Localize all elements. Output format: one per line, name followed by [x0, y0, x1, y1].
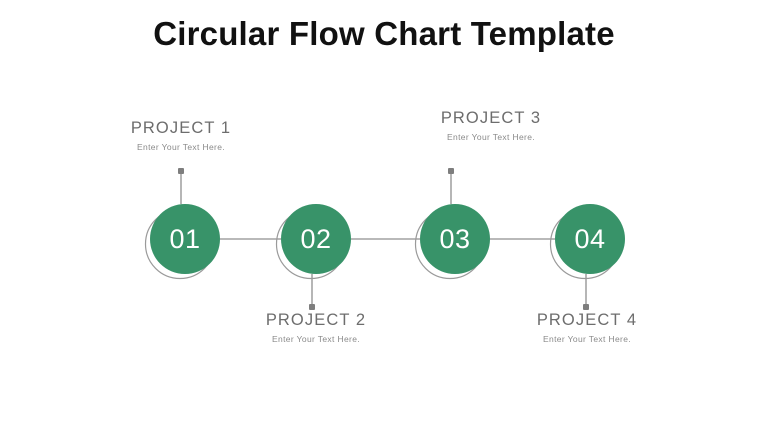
node-circle-02[interactable] — [281, 204, 351, 274]
node-label-03: PROJECT 3 Enter Your Text Here. — [381, 108, 601, 144]
node-label-title-04: PROJECT 4 — [536, 311, 638, 329]
node-circle-03[interactable] — [420, 204, 490, 274]
node-label-subtitle-04: Enter Your Text Here. — [543, 334, 631, 344]
node-label-01: PROJECT 1 Enter Your Text Here. — [71, 118, 291, 154]
node-label-title-01: PROJECT 1 — [130, 119, 232, 137]
node-label-subtitle-01: Enter Your Text Here. — [137, 142, 225, 152]
pin-head-01-icon — [178, 168, 184, 174]
node-label-04: PROJECT 4 Enter Your Text Here. — [477, 310, 697, 346]
node-label-title-03: PROJECT 3 — [440, 109, 542, 127]
pin-head-02-icon — [309, 304, 315, 310]
node-label-subtitle-02: Enter Your Text Here. — [272, 334, 360, 344]
pin-head-03-icon — [448, 168, 454, 174]
node-circle-04[interactable] — [555, 204, 625, 274]
pin-head-04-icon — [583, 304, 589, 310]
node-circle-01[interactable] — [150, 204, 220, 274]
page-title: Circular Flow Chart Template — [153, 15, 615, 52]
node-label-02: PROJECT 2 Enter Your Text Here. — [206, 310, 426, 346]
node-label-title-02: PROJECT 2 — [265, 311, 367, 329]
node-label-subtitle-03: Enter Your Text Here. — [447, 132, 535, 142]
